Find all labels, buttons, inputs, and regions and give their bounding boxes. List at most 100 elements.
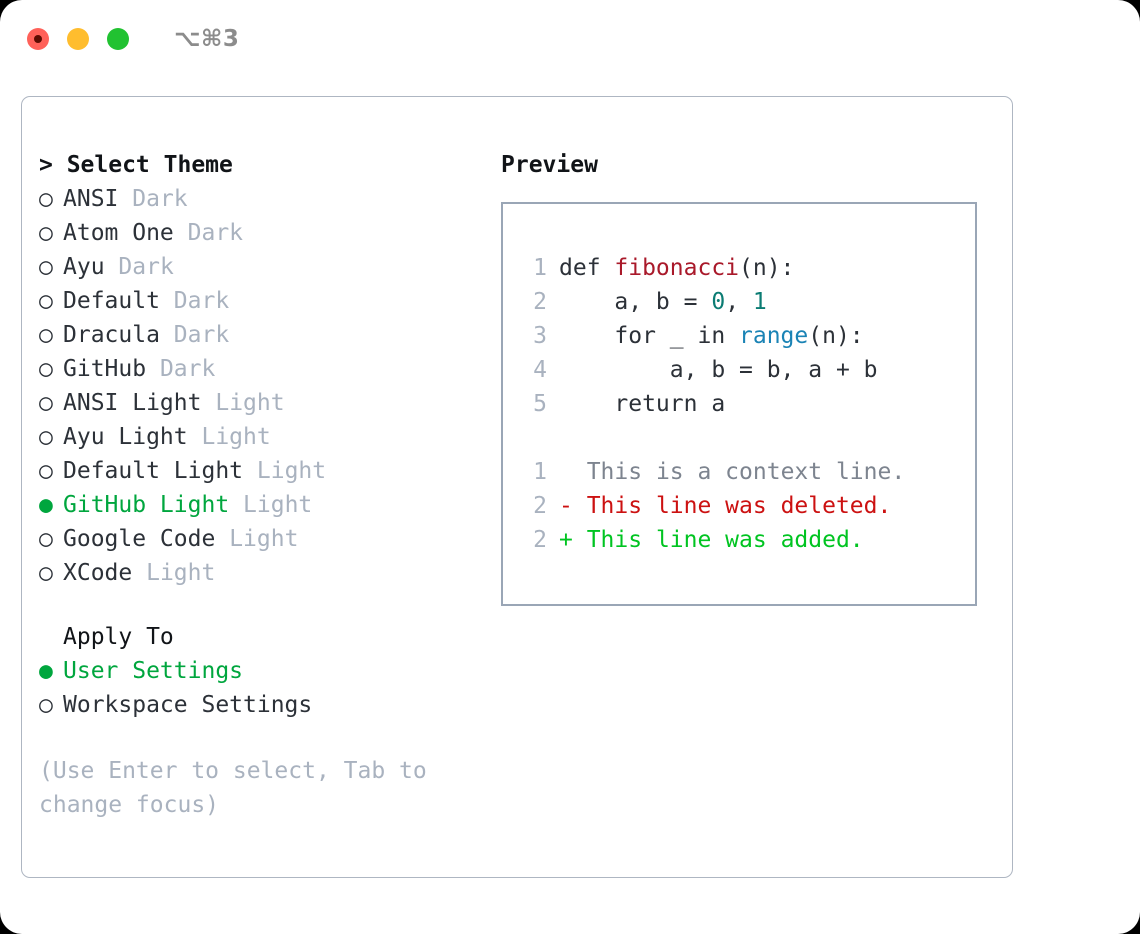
- diff-line-number: 2: [533, 527, 547, 553]
- theme-item-variant-tag: Light: [229, 526, 299, 552]
- theme-item-label: Ayu: [63, 254, 105, 280]
- code-token-kw: (n):: [739, 255, 795, 281]
- theme-item-variant-tag: Dark: [173, 288, 230, 314]
- spacer: [160, 322, 174, 348]
- code-line-number: 5: [533, 391, 547, 417]
- apply-to-item-label: User Settings: [63, 658, 244, 684]
- theme-item-github-light[interactable]: ●GitHub Light Light: [39, 488, 489, 522]
- theme-item-variant-tag: Dark: [132, 186, 188, 212]
- diff-marker: -: [559, 493, 587, 519]
- theme-item-ansi[interactable]: ○ANSI Dark: [39, 182, 489, 216]
- radio-unselected-icon: ○: [39, 254, 53, 280]
- spacer: [243, 458, 257, 484]
- theme-item-label: Ayu Light: [63, 424, 188, 450]
- radio-unselected-icon: ○: [39, 692, 53, 718]
- spacer: [229, 492, 243, 518]
- traffic-light-group: [27, 28, 129, 50]
- theme-item-variant-tag: Light: [256, 458, 327, 484]
- theme-item-label: XCode: [63, 560, 133, 586]
- code-line: 5 return a: [521, 387, 975, 421]
- theme-item-xcode[interactable]: ○XCode Light: [39, 556, 489, 590]
- apply-to-list: ● User Settings ○ Workspace Settings: [39, 654, 489, 722]
- apply-to-item-workspace-settings[interactable]: ○ Workspace Settings: [39, 688, 489, 722]
- apply-to-item-user-settings[interactable]: ● User Settings: [39, 654, 489, 688]
- spacer: [118, 186, 132, 212]
- main-panel: > Select Theme ○ANSI Dark○Atom One Dark○…: [21, 96, 1013, 878]
- code-line: 4 a, b = b, a + b: [521, 353, 975, 387]
- theme-item-variant-tag: Dark: [159, 356, 216, 382]
- theme-item-label: Atom One: [63, 220, 174, 246]
- title-bar: ⌥⌘3: [0, 0, 1140, 78]
- radio-unselected-icon: ○: [39, 526, 53, 552]
- diff-line-del: 2- This line was deleted.: [521, 489, 975, 523]
- diff-line-add: 2 + This line was added.: [521, 523, 975, 557]
- radio-selected-icon: ●: [39, 492, 53, 518]
- theme-item-variant-tag: Light: [201, 424, 271, 450]
- apply-to-heading: Apply To: [63, 624, 174, 650]
- theme-item-ayu[interactable]: ○Ayu Dark: [39, 250, 489, 284]
- theme-item-atom-one[interactable]: ○ Atom One Dark: [39, 216, 489, 250]
- theme-item-default[interactable]: ○Default Dark: [39, 284, 489, 318]
- theme-selector-column: > Select Theme ○ANSI Dark○Atom One Dark○…: [39, 148, 489, 822]
- radio-unselected-icon: ○: [39, 424, 53, 450]
- theme-item-label: Default Light: [63, 458, 244, 484]
- minimize-button[interactable]: [67, 28, 89, 50]
- select-theme-heading: > Select Theme: [39, 152, 233, 178]
- diff-line-ctx: 1 This is a context line.: [521, 455, 975, 489]
- diff-line-number: 1: [533, 459, 547, 485]
- window-title: ⌥⌘3: [174, 26, 240, 52]
- radio-unselected-icon: ○: [39, 356, 53, 382]
- theme-item-variant-tag: Dark: [187, 220, 244, 246]
- radio-selected-icon: ●: [39, 658, 53, 684]
- code-line-number: 1: [533, 255, 547, 281]
- code-token-fn: fibonacci: [614, 255, 740, 281]
- maximize-button[interactable]: [107, 28, 129, 50]
- code-token-kw: (n):: [808, 323, 864, 349]
- theme-item-label: Dracula: [63, 322, 160, 348]
- spacer: [201, 390, 215, 416]
- theme-item-label: ANSI: [63, 186, 119, 212]
- theme-item-google-code[interactable]: ○Google Code Light: [39, 522, 489, 556]
- theme-item-variant-tag: Dark: [173, 322, 230, 348]
- diff-marker: [559, 459, 587, 485]
- diff-line-text: This is a context line.: [586, 459, 906, 485]
- code-token-num: 0: [711, 289, 726, 315]
- theme-list: ○ANSI Dark○Atom One Dark○Ayu Dark○Defaul…: [39, 182, 489, 590]
- code-token-num: 1: [752, 289, 767, 315]
- radio-unselected-icon: ○: [39, 458, 53, 484]
- spacer: [146, 356, 160, 382]
- radio-unselected-icon: ○: [39, 288, 53, 314]
- theme-item-label: GitHub: [63, 356, 147, 382]
- apply-to-item-label: Workspace Settings: [63, 692, 313, 718]
- code-token-kw: ,: [725, 289, 753, 315]
- theme-item-ansi-light[interactable]: ○ANSI Light Light: [39, 386, 489, 420]
- theme-item-ayu-light[interactable]: ○ Ayu Light Light: [39, 420, 489, 454]
- diff-marker: +: [559, 527, 587, 553]
- code-line: 3 for _ in range(n):: [521, 319, 975, 353]
- code-line-number: 2: [533, 289, 547, 315]
- code-token-call: range: [739, 323, 809, 349]
- theme-item-github[interactable]: ○ GitHub Dark: [39, 352, 489, 386]
- preview-heading: Preview: [501, 152, 598, 178]
- radio-unselected-icon: ○: [39, 220, 53, 246]
- help-hint-text: (Use Enter to select, Tab to change focu…: [39, 758, 427, 818]
- theme-item-default-light[interactable]: ○ Default Light Light: [39, 454, 489, 488]
- diff-line-text: This line was added.: [586, 527, 864, 553]
- code-token-kw: def: [559, 255, 615, 281]
- code-line: 2 a, b = 0, 1: [521, 285, 975, 319]
- diff-line-number: 2: [533, 493, 547, 519]
- diff-line-text: This line was deleted.: [586, 493, 892, 519]
- code-line: 1 def fibonacci(n):: [521, 251, 975, 285]
- close-button[interactable]: [27, 28, 49, 50]
- theme-item-label: GitHub Light: [63, 492, 230, 518]
- theme-item-dracula[interactable]: ○Dracula Dark: [39, 318, 489, 352]
- code-token-kw: return a: [559, 391, 726, 417]
- theme-item-label: ANSI Light: [63, 390, 202, 416]
- radio-unselected-icon: ○: [39, 560, 53, 586]
- radio-unselected-icon: ○: [39, 390, 53, 416]
- code-token-kw: for _ in: [559, 323, 740, 349]
- code-line-number: 3: [533, 323, 547, 349]
